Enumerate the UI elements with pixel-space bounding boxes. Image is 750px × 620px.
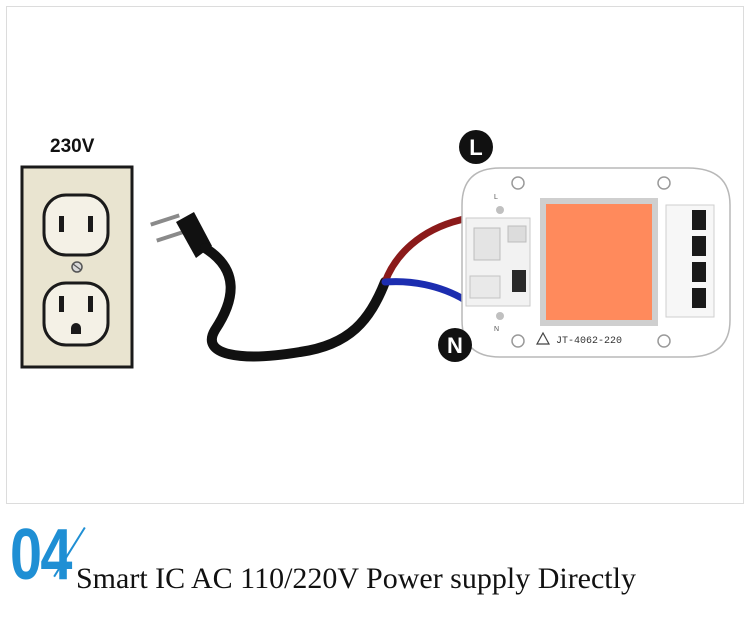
power-cable — [200, 243, 390, 362]
neutral-terminal-badge: N — [438, 328, 472, 362]
output-connectors — [665, 204, 715, 318]
caption-text: Smart IC AC 110/220V Power supply Direct… — [76, 562, 636, 595]
lower-receptacle — [42, 281, 110, 347]
wall-outlet — [20, 165, 134, 369]
chip-label: JT-4062-220 — [556, 336, 622, 347]
neutral-terminal-letter: N — [447, 333, 463, 358]
live-terminal-letter: L — [469, 135, 482, 160]
wiring-diagram: L N JT-4062-220 L N — [20, 130, 731, 369]
upper-receptacle — [42, 193, 110, 257]
live-terminal-badge: L — [459, 130, 493, 164]
pin-neutral-mark: N — [494, 326, 499, 333]
step-number: 04 — [10, 515, 72, 595]
warning-icon — [535, 331, 551, 345]
led-cob-module: L N JT-4062-220 — [461, 167, 731, 358]
pin-live-mark: L — [494, 194, 498, 201]
voltage-label: 230V — [50, 136, 95, 157]
